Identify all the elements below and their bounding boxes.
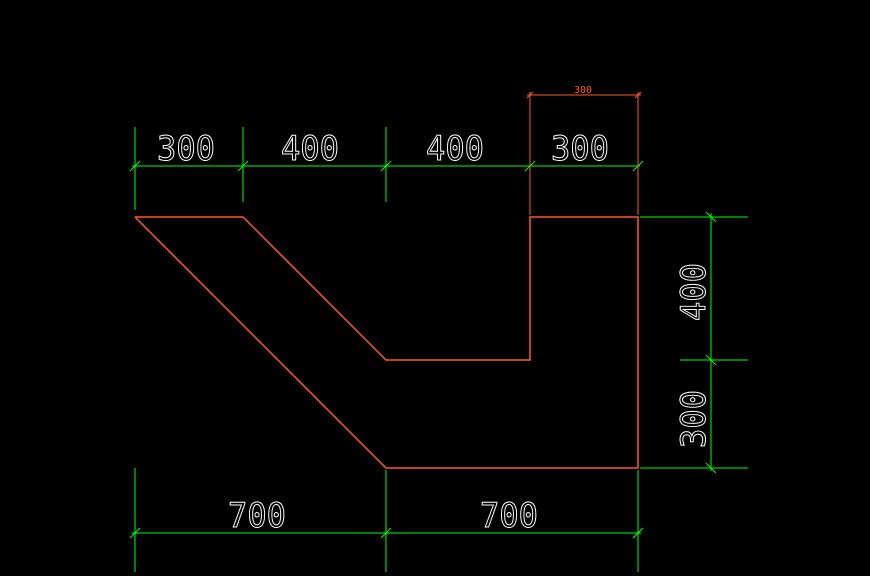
right-tick-3 xyxy=(705,462,717,474)
right-dim-label-1: 400 xyxy=(674,263,714,321)
bottom-tick-2 xyxy=(380,527,392,539)
overhead-tick-left xyxy=(526,91,534,99)
bottom-dimension-chain xyxy=(129,468,644,572)
overhead-tick-right xyxy=(634,91,642,99)
top-dim-label-2: 400 xyxy=(281,129,339,169)
bottom-tick-1 xyxy=(129,527,141,539)
dimension-labels: 300 400 400 300 300 400 300 700 700 xyxy=(157,85,715,537)
right-dimension-chain xyxy=(640,211,748,474)
bottom-tick-3 xyxy=(632,527,644,539)
top-tick-3 xyxy=(380,160,392,172)
shape-outline xyxy=(134,216,639,469)
bottom-dim-label-1: 700 xyxy=(228,496,286,536)
right-tick-1 xyxy=(705,211,717,223)
top-tick-2 xyxy=(237,160,249,172)
right-tick-2 xyxy=(705,354,717,366)
top-dim-label-3: 400 xyxy=(426,129,484,169)
overhead-dim-label: 300 xyxy=(574,85,592,96)
top-dim-label-4: 300 xyxy=(551,129,609,169)
bottom-dim-label-2: 700 xyxy=(480,496,538,536)
top-tick-1 xyxy=(129,160,141,172)
right-dim-label-2: 300 xyxy=(674,390,714,448)
overhead-dimension xyxy=(526,91,642,215)
top-dim-label-1: 300 xyxy=(157,129,215,169)
